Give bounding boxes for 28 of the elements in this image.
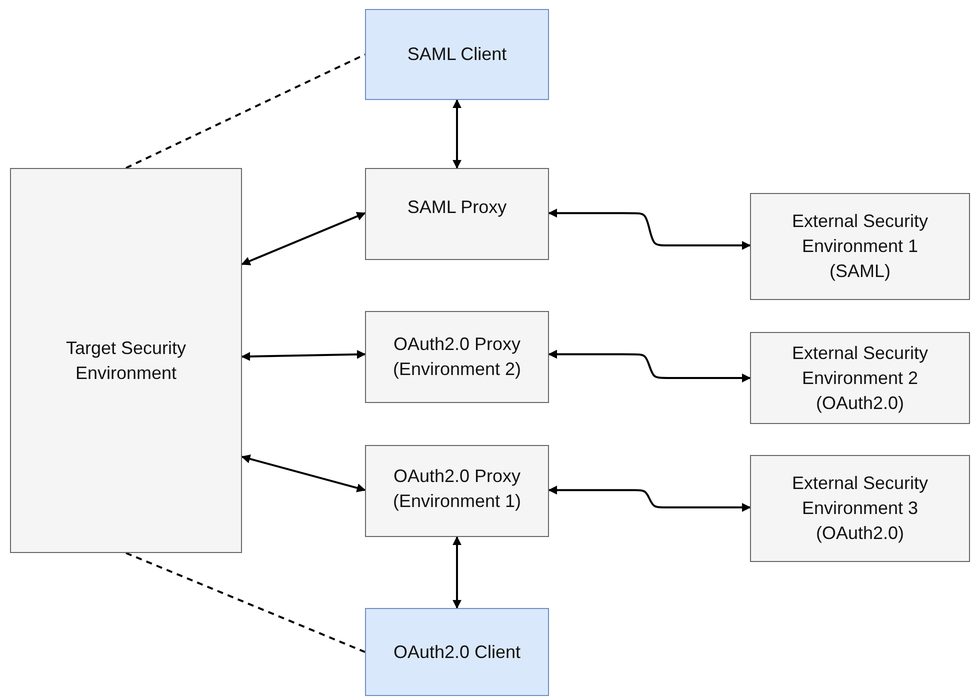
arrow — [548, 208, 751, 250]
node-label: Target Security Environment — [64, 336, 188, 384]
process-box — [750, 332, 970, 424]
process-box — [365, 168, 549, 260]
node-label: OAuth2.0 Proxy (Environment 1) — [392, 465, 522, 513]
node-label: SAML Client — [407, 43, 507, 66]
node-label: OAuth2.0 Proxy (Environment 2) — [392, 333, 522, 381]
node-label: External Security Environment 3 (OAuth2.0) — [790, 472, 930, 545]
arrow — [452, 536, 462, 609]
process-box — [750, 455, 970, 562]
process-box — [10, 168, 242, 553]
arrow — [241, 350, 366, 361]
process-box — [365, 311, 549, 403]
arrow — [548, 350, 751, 382]
node-label: External Security Environment 1 (SAML) — [790, 210, 930, 283]
process-box — [365, 445, 549, 537]
arrow — [452, 99, 462, 169]
node-label: SAML Proxy — [407, 196, 507, 219]
node-label: OAuth2.0 Client — [393, 640, 521, 664]
node-label: External Security Environment 2 (OAuth2.0) — [790, 342, 930, 415]
client-box — [365, 9, 549, 100]
connector-line — [126, 54, 366, 169]
client-box — [365, 608, 549, 696]
arrow — [548, 486, 751, 512]
arrow — [241, 454, 366, 492]
arrow — [241, 212, 366, 266]
process-box — [750, 193, 970, 300]
connector-line — [126, 552, 366, 653]
